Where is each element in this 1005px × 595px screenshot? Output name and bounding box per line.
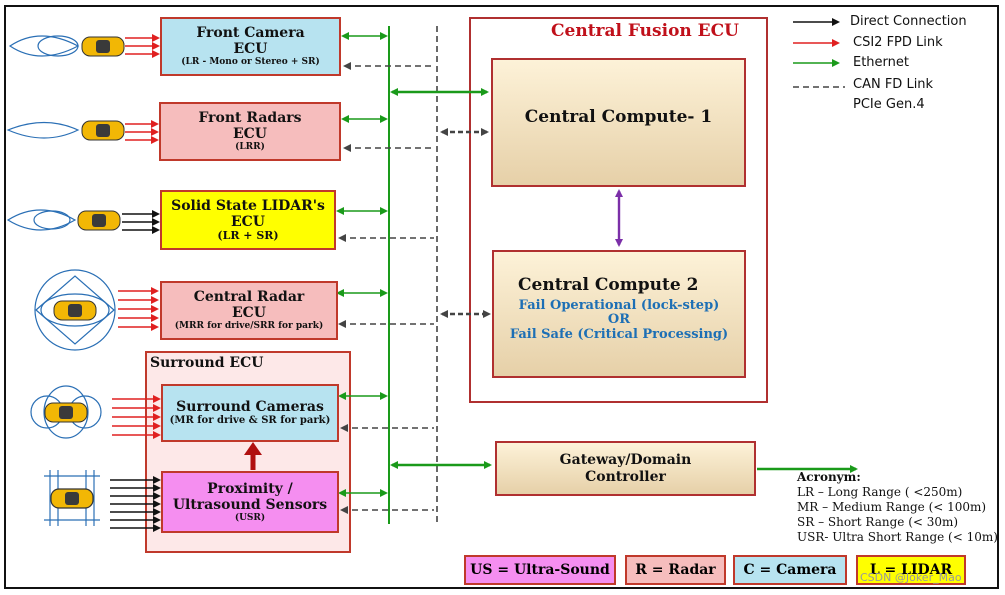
legend-direct: Direct Connection [850, 14, 967, 29]
front-radars-ecu[interactable]: Front Radars ECU (LRR) [159, 102, 341, 161]
central-radar-range: (MRR for drive/SRR for park) [174, 321, 324, 332]
central-compute-1[interactable]: Central Compute- 1 [491, 58, 746, 187]
car-central-radar-icon [34, 269, 116, 351]
front-camera-title: Front Camera [196, 25, 305, 42]
legend-canfd: CAN FD Link [853, 77, 934, 92]
diagram-frame [4, 5, 999, 589]
surround-cameras-ecu[interactable]: Surround Cameras (MR for drive & SR for … [161, 384, 339, 442]
surround-cameras-range: (MR for drive & SR for park) [169, 415, 331, 427]
central-radar-title: Central Radar [193, 289, 305, 306]
central-compute-2-line3: Fail Safe (Critical Processing) [509, 327, 729, 343]
front-camera-range: (LR - Mono or Stereo + SR) [181, 57, 320, 68]
acronym-lr: LR – Long Range ( <250m) [797, 485, 963, 499]
car-surround-icon [30, 385, 102, 439]
key-camera: C = Camera [733, 555, 847, 585]
proximity-sensors-ecu[interactable]: Proximity / Ultrasound Sensors (USR) [161, 471, 339, 533]
gateway-line2: Controller [585, 468, 666, 485]
legend-csi2: CSI2 FPD Link [853, 35, 943, 50]
acronym-sr: SR – Short Range (< 30m) [797, 515, 959, 529]
lidar-ecu-label: ECU [230, 213, 266, 230]
front-radars-title: Front Radars [198, 110, 302, 127]
proximity-range: (USR) [234, 512, 266, 523]
central-radar-ecu-label: ECU [231, 305, 267, 322]
central-compute-2[interactable]: Central Compute 2 Fail Operational (lock… [492, 250, 746, 378]
lidar-title: Solid State LIDAR's [171, 197, 325, 214]
front-radars-ecu-label: ECU [232, 126, 268, 143]
gateway-line1: Gateway/Domain [559, 452, 692, 469]
key-lidar: L = LIDAR [856, 555, 966, 585]
proximity-title-1: Proximity / [207, 480, 293, 497]
watermark: CSDN @Joker_Mao [860, 571, 962, 584]
key-radar: R = Radar [625, 555, 726, 585]
car-front-radar-icon [6, 120, 125, 141]
car-ultrasound-icon [44, 470, 100, 526]
acronym-title: Acronym: [797, 470, 861, 484]
legend-pcie: PCIe Gen.4 [853, 97, 925, 112]
acronym-usr: USR- Ultra Short Range (< 10m) [797, 530, 998, 544]
central-compute-2-title: Central Compute 2 [518, 275, 699, 295]
car-lidar-icon [6, 209, 121, 231]
gateway-domain-controller[interactable]: Gateway/Domain Controller [495, 441, 756, 496]
legend-lines [793, 18, 845, 88]
central-radar-ecu[interactable]: Central Radar ECU (MRR for drive/SRR for… [160, 281, 338, 340]
central-compute-1-label: Central Compute- 1 [524, 107, 713, 127]
surround-cameras-title: Surround Cameras [176, 399, 324, 416]
central-compute-2-line2: OR [607, 312, 631, 328]
lidar-ecu[interactable]: Solid State LIDAR's ECU (LR + SR) [160, 190, 336, 250]
proximity-title-2: Ultrasound Sensors [172, 496, 328, 513]
car-front-camera-icon [8, 35, 125, 57]
acronym-mr: MR – Medium Range (< 100m) [797, 500, 987, 514]
front-camera-ecu[interactable]: Front Camera ECU (LR - Mono or Stereo + … [160, 17, 341, 76]
surround-ecu-title: Surround ECU [150, 354, 264, 371]
central-fusion-title: Central Fusion ECU [551, 21, 739, 42]
legend-ethernet: Ethernet [853, 55, 909, 70]
lidar-range: (LR + SR) [217, 228, 279, 242]
front-camera-ecu-label: ECU [233, 41, 268, 58]
key-ultrasound: US = Ultra-Sound [464, 555, 616, 585]
central-compute-2-line1: Fail Operational (lock-step) [518, 297, 720, 313]
front-radars-range: (LRR) [235, 142, 265, 153]
